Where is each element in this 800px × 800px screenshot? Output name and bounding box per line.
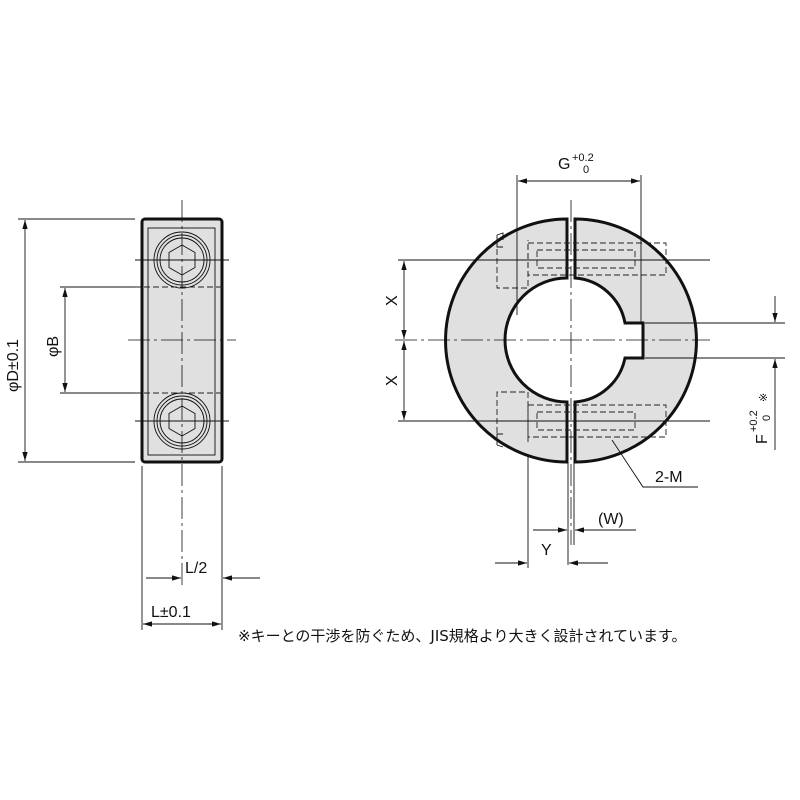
phi-b-label: φB [45,336,62,357]
f-label: F [754,434,771,444]
left-half [444,217,569,464]
x-lower-label: X [384,375,401,386]
g-label: G [558,156,570,173]
phi-d-label: φD±0.1 [5,339,22,392]
f-tolerance-lower: 0 [761,415,773,421]
screw-label: 2-M [655,469,683,486]
l-half-label: L/2 [185,560,207,577]
l-label: L±0.1 [151,604,191,621]
x-upper-label: X [384,295,401,306]
design-note: ※キーとの干渉を防ぐため、JIS規格より大きく設計されています。 [238,627,687,645]
y-label: Y [541,542,552,559]
front-view: X X G +0.2 0 F +0.2 0 ※ 2-M (W) Y [384,152,785,568]
w-label: (W) [598,511,624,528]
side-view: φD±0.1 φB L/2 L±0.1 [5,200,260,630]
screw-leader [611,439,698,488]
f-note-mark: ※ [758,393,770,402]
g-tolerance-lower: 0 [583,164,589,176]
right-half [573,217,698,464]
f-tolerance-upper: +0.2 [748,410,760,432]
side-inner-edge [147,227,216,456]
g-tolerance-upper: +0.2 [572,152,594,164]
